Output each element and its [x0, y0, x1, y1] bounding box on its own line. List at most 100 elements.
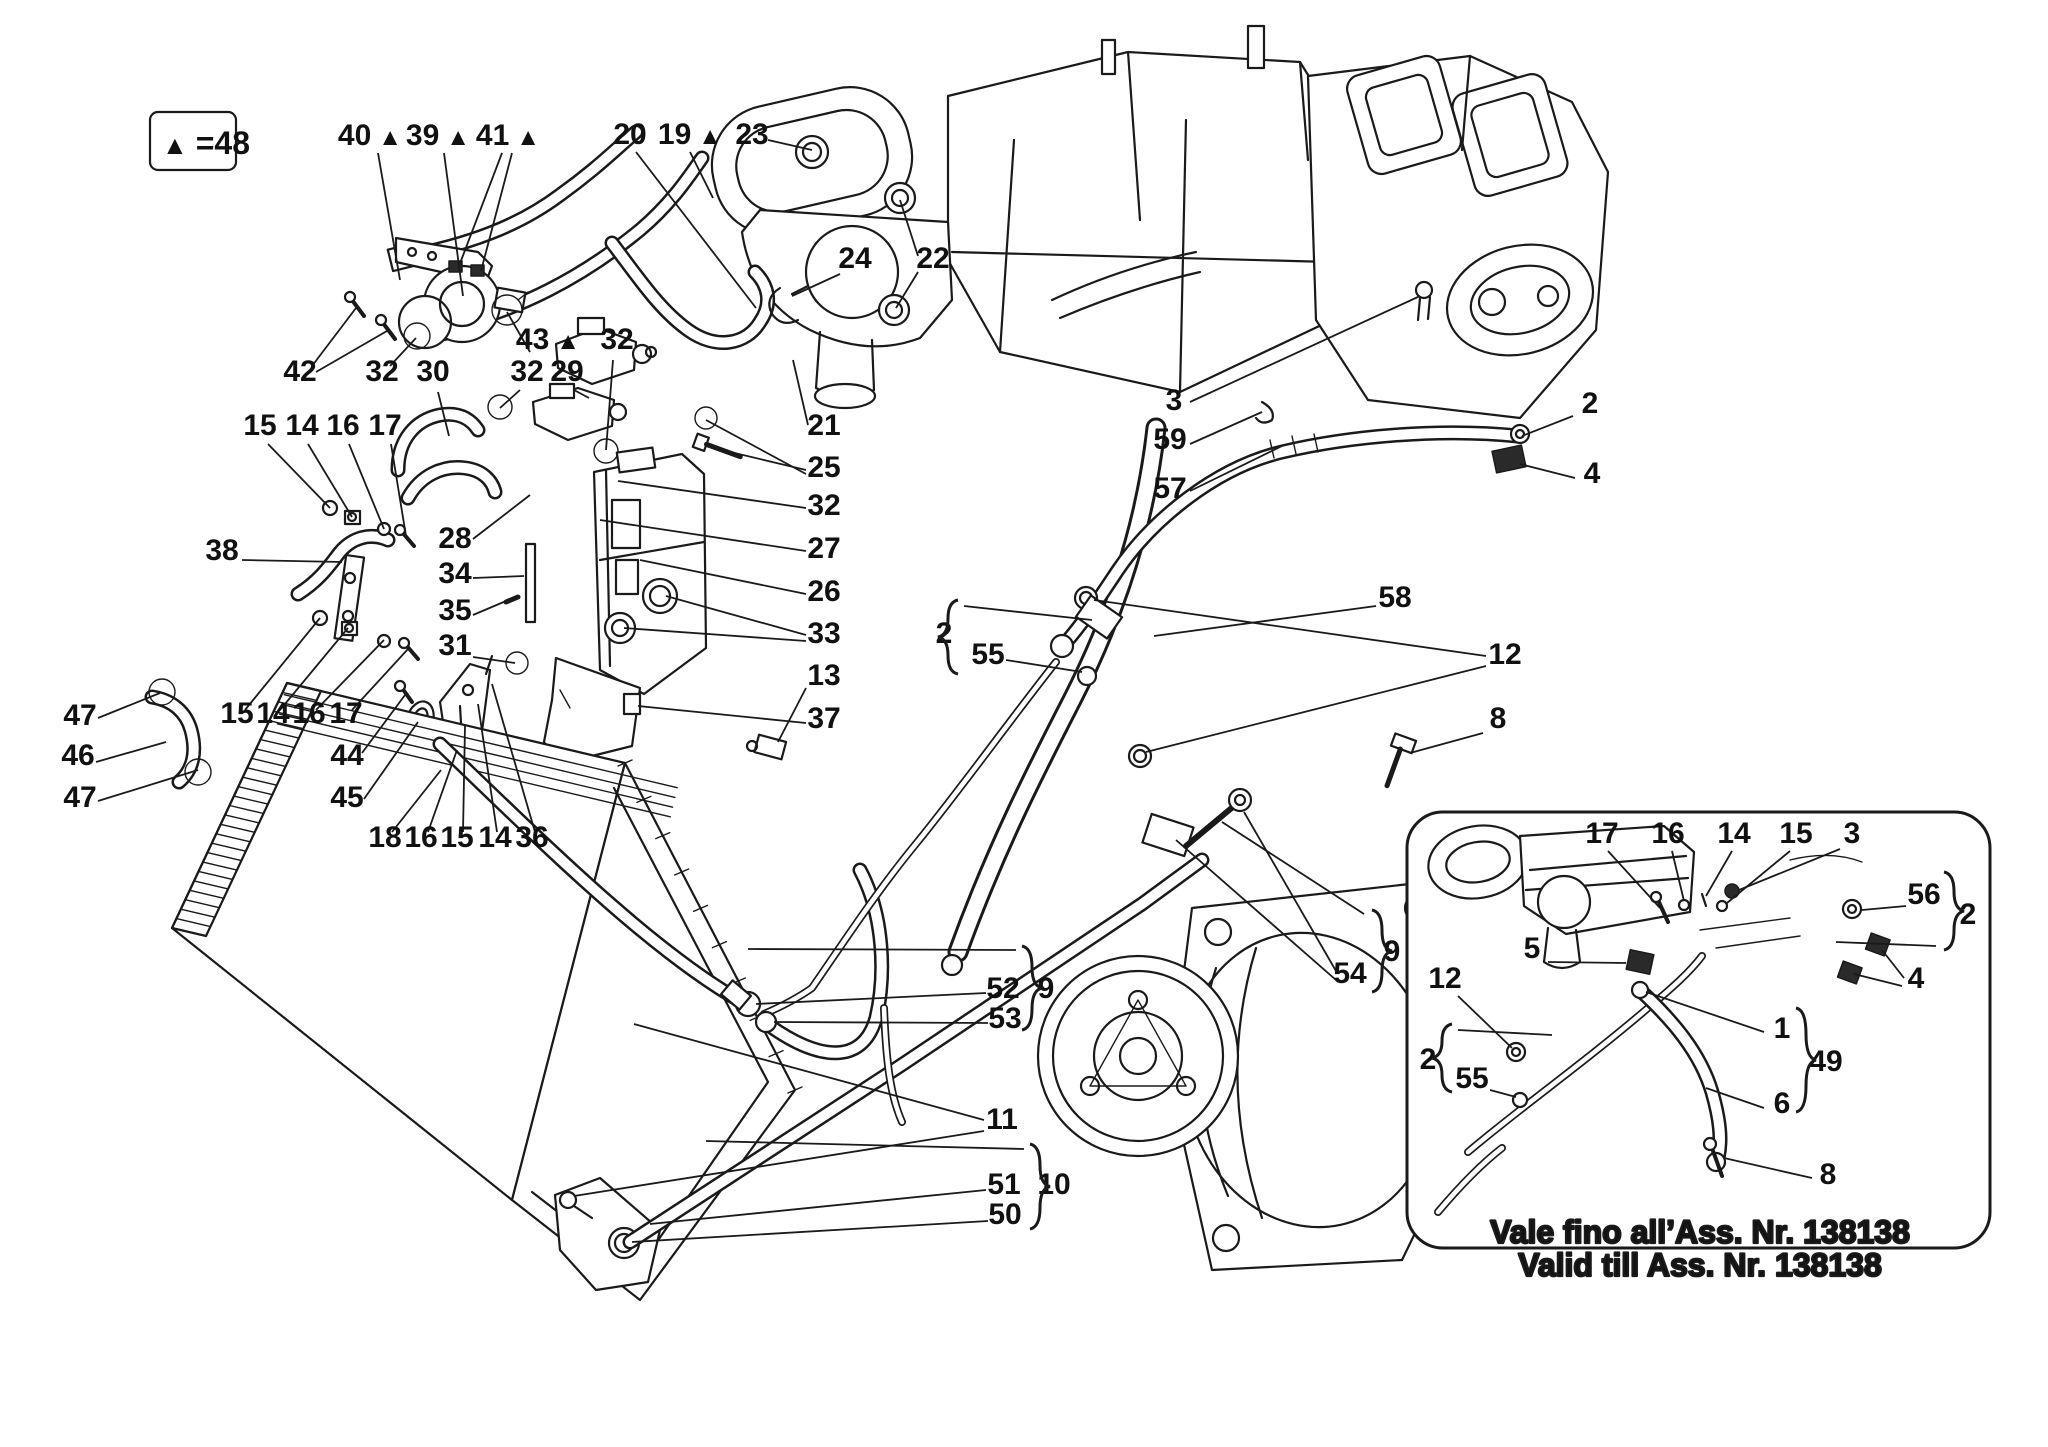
leader-line: [377, 152, 401, 281]
hvac-assembly-drawing: [710, 24, 1610, 424]
condenser-fin-hatch: [188, 889, 225, 900]
brace-glyph: [1029, 1142, 1051, 1231]
part-number-label: 6: [1774, 1087, 1791, 1120]
part-callout-56-70: 56: [1861, 878, 1941, 911]
part-number-label: 54: [1333, 957, 1367, 990]
bolt-3-target: [1414, 280, 1434, 300]
part-callout-30-10: 30: [416, 355, 450, 437]
part-number-label: 42: [283, 355, 316, 388]
leader-line: [472, 600, 507, 616]
part-callout-33-29: 33: [623, 595, 841, 650]
part-number-label: 53: [988, 1002, 1021, 1035]
condenser-drawing: [170, 681, 803, 1302]
leader-line: [617, 480, 807, 509]
part-callout-14-44: 14: [477, 703, 512, 854]
part-callout-59-52: 59: [1153, 411, 1263, 456]
part-number-label: 17: [329, 697, 362, 730]
part-callout-47-32: 47: [63, 692, 161, 732]
leader-line: [1457, 1029, 1553, 1036]
part-callout-18-41: 18: [368, 769, 442, 854]
condenser-fin-hatch: [175, 917, 212, 928]
part-callout-39-1: 39▲: [406, 119, 470, 297]
leader-line: [637, 705, 807, 724]
group-brace-4: [1835, 870, 1965, 952]
part-number-label: 19▲: [658, 118, 722, 151]
part-callout-32-14: 32: [600, 323, 634, 451]
condenser-fin-hatch: [250, 757, 287, 768]
part-callout-38-19: 38: [205, 534, 343, 567]
condenser-fin-hatch: [273, 710, 309, 720]
part-number-label: 14: [478, 821, 512, 854]
leader-line: [747, 948, 1017, 951]
leader-line: [1738, 848, 1841, 891]
part-callout-16-17: 16: [326, 409, 385, 530]
part-number-label: 30: [416, 355, 449, 388]
leader-line: [315, 330, 388, 373]
leader-line: [480, 152, 513, 272]
compressor-drawing: [1036, 787, 1468, 1272]
leader-line: [635, 151, 757, 309]
leader-line: [1835, 941, 1937, 947]
leader-line: [1705, 1087, 1765, 1109]
leader-line: [1221, 821, 1365, 915]
part-callout-5-72: 5: [1524, 932, 1627, 965]
condenser-fin-hatch: [264, 729, 300, 739]
leader-line: [689, 151, 714, 199]
part-callout-47-34: 47: [63, 769, 199, 814]
leader-line: [1853, 973, 1903, 987]
part-number-label: 24: [838, 242, 872, 275]
part-number-label: 8: [1820, 1158, 1837, 1191]
condenser-fin-hatch: [171, 927, 207, 937]
part-callout-6-79: 6: [1705, 1087, 1791, 1120]
inset-caption-english: Valid till Ass. Nr. 138138: [1518, 1247, 1881, 1283]
part-number-label: 13: [807, 659, 840, 692]
part-callout-25-25: 25: [705, 419, 841, 484]
frame-tick: [617, 759, 633, 767]
leader-line: [315, 639, 385, 711]
leader-line: [351, 648, 409, 711]
part-callout-57-53: 57: [1153, 445, 1283, 505]
leader-line: [623, 627, 807, 642]
frame-tick: [692, 904, 709, 913]
frame-tick: [711, 940, 728, 949]
brace-glyph: [1371, 908, 1393, 994]
part-callout-14-36: 14: [256, 627, 349, 730]
part-callout-52-56: 52: [755, 972, 1020, 1005]
condenser-fin-hatch: [215, 833, 251, 843]
leader-line: [705, 1140, 1025, 1150]
part-number-label: 29: [550, 355, 583, 388]
leader-line: [1145, 665, 1487, 753]
part-number-label: 16: [404, 821, 437, 854]
condenser-fin-hatch: [246, 767, 282, 777]
leader-line: [1521, 415, 1574, 437]
part-callout-21-24: 21: [792, 359, 841, 442]
inset-box: Vale fino all’Ass. Nr. 138138 Valid till…: [1405, 810, 1992, 1284]
part-number-label: 8: [1490, 702, 1507, 735]
leader-line: [1005, 659, 1083, 673]
frame-tick: [673, 868, 690, 876]
part-callout-3-51: 3: [1166, 295, 1421, 417]
part-number-label: 4: [1908, 962, 1925, 995]
leader-line: [307, 443, 353, 518]
leader-line: [472, 656, 516, 664]
leader-line: [348, 443, 385, 530]
part-callout-31-23: 31: [438, 629, 516, 664]
part-callout-27-27: 27: [599, 519, 841, 565]
leader-line: [462, 725, 466, 833]
part-callout-15-35: 15: [220, 617, 321, 730]
part-callout-55-76: 55: [1455, 1062, 1517, 1098]
part-callout-53-57: 53: [773, 1002, 1022, 1035]
part-callout-22-7: 22: [895, 199, 950, 309]
leader-line: [1645, 991, 1765, 1033]
part-number-label: 2: [1420, 1043, 1437, 1076]
part-callout-17-65: 17: [1585, 817, 1661, 909]
part-callout-15-43: 15: [440, 725, 474, 854]
leader-line: [443, 152, 464, 297]
leader-line: [491, 683, 536, 833]
part-callout-51-60: 51: [649, 1168, 1021, 1225]
leader-line: [1189, 445, 1283, 492]
part-number-label: 23: [735, 118, 768, 151]
part-callout-17-38: 17: [329, 648, 409, 730]
water-pump-drawing: [343, 236, 628, 498]
leader-line: [1153, 605, 1377, 637]
